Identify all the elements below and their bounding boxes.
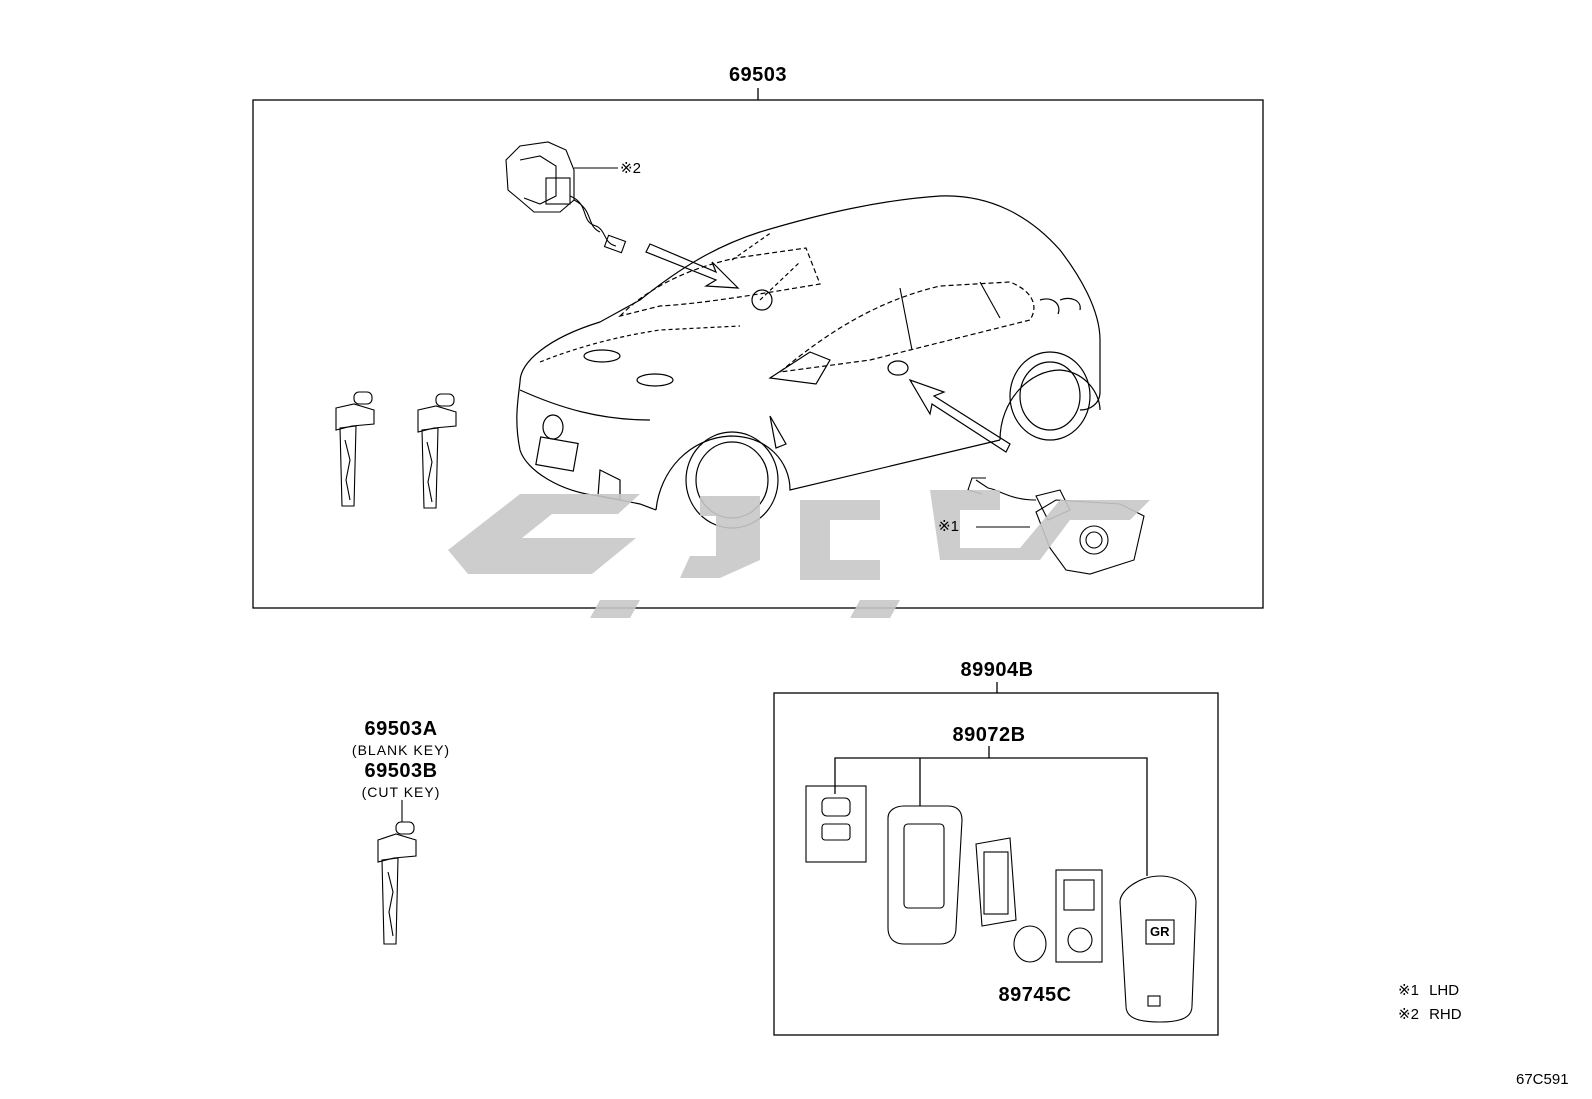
part-label-transmitter-case: 89072B — [952, 724, 1026, 746]
part-label-battery: 89745C — [998, 984, 1072, 1006]
single-key — [377, 800, 417, 945]
key-pair — [335, 391, 457, 509]
legend-text: LHD — [1429, 982, 1460, 999]
legend-text: RHD — [1429, 1006, 1462, 1023]
legend-item-rhd: ※2 RHD — [1398, 1006, 1462, 1024]
part-label-blank-key: 69503A — [364, 718, 438, 740]
part-label-transmitter-kit: 89904B — [960, 659, 1034, 681]
case-bracket — [834, 757, 1148, 876]
callout-lhd-marker: ※1 — [938, 518, 959, 535]
legend-mark: ※1 — [1398, 982, 1419, 999]
transmitter-parts — [805, 785, 1197, 1023]
legend: ※1 LHD ※2 RHD — [1398, 982, 1462, 1024]
part-label-cut-key: 69503B — [364, 760, 438, 782]
legend-item-lhd: ※1 LHD — [1398, 982, 1462, 1000]
legend-mark: ※2 — [1398, 1006, 1419, 1023]
car-illustration — [516, 195, 1101, 529]
callout-rhd-marker: ※2 — [620, 160, 641, 177]
rhd-lock-cylinder — [505, 141, 627, 254]
diagram-code: 67C591 — [1516, 1071, 1569, 1088]
transmitter-kit-box — [773, 692, 1219, 1036]
gr-emblem: GR — [1150, 924, 1170, 939]
lock-position-arrows — [645, 243, 1011, 453]
part-desc-blank-key: (BLANK KEY) — [351, 742, 451, 758]
part-label-main-kit: 69503 — [728, 64, 788, 86]
part-desc-cut-key: (CUT KEY) — [361, 784, 441, 800]
watermark — [448, 490, 1150, 618]
